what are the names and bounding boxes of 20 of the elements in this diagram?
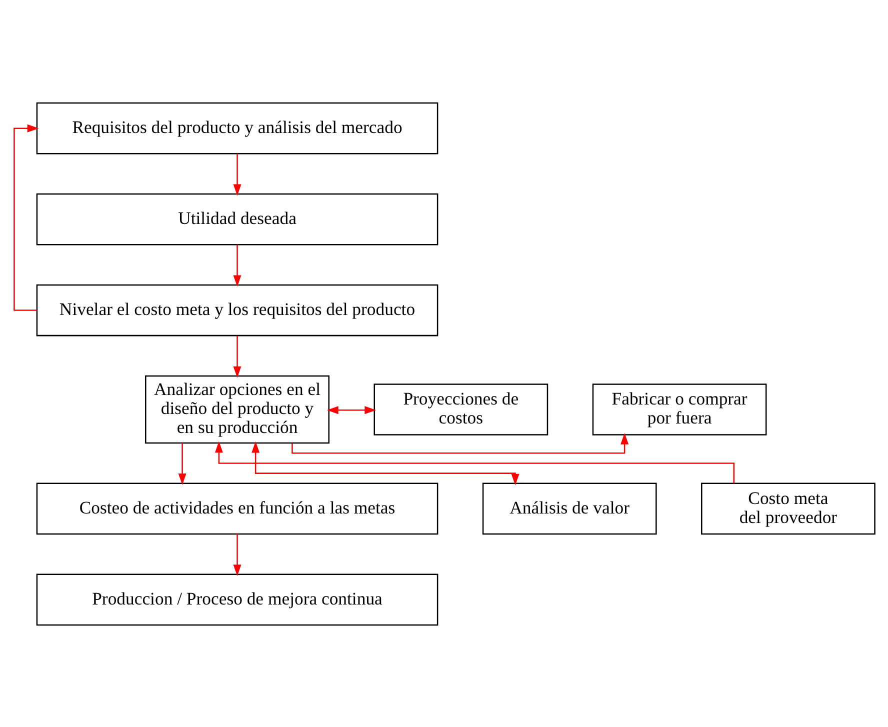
arrow xyxy=(232,244,241,286)
arrow xyxy=(232,153,241,196)
node-box: Costo meta del proveedor xyxy=(700,482,875,534)
node-box: Produccion / Proceso de mejora continua xyxy=(36,573,438,626)
arrow xyxy=(232,534,241,576)
node-box: Analizar opciones en el diseño del producto y en su producción xyxy=(144,374,329,444)
arrow xyxy=(251,440,519,485)
node-box: Requisitos del producto y análisis del mercado xyxy=(36,102,438,154)
node-box: Análisis de valor xyxy=(482,482,656,534)
node-box: Nivelar el costo meta y los requisitos del producto xyxy=(36,284,438,336)
node-box: Proyecciones de costos xyxy=(373,383,548,435)
arrow xyxy=(232,335,241,378)
node-box: Fabricar o comprar por fuera xyxy=(592,383,766,435)
node-box: Utilidad deseada xyxy=(36,192,438,245)
arrow xyxy=(214,440,734,483)
node-box: Costeo de actividades en función a las metas xyxy=(36,482,438,534)
arrow xyxy=(13,124,38,310)
arrow xyxy=(326,406,376,414)
arrow xyxy=(178,442,186,484)
arrow xyxy=(291,432,628,454)
